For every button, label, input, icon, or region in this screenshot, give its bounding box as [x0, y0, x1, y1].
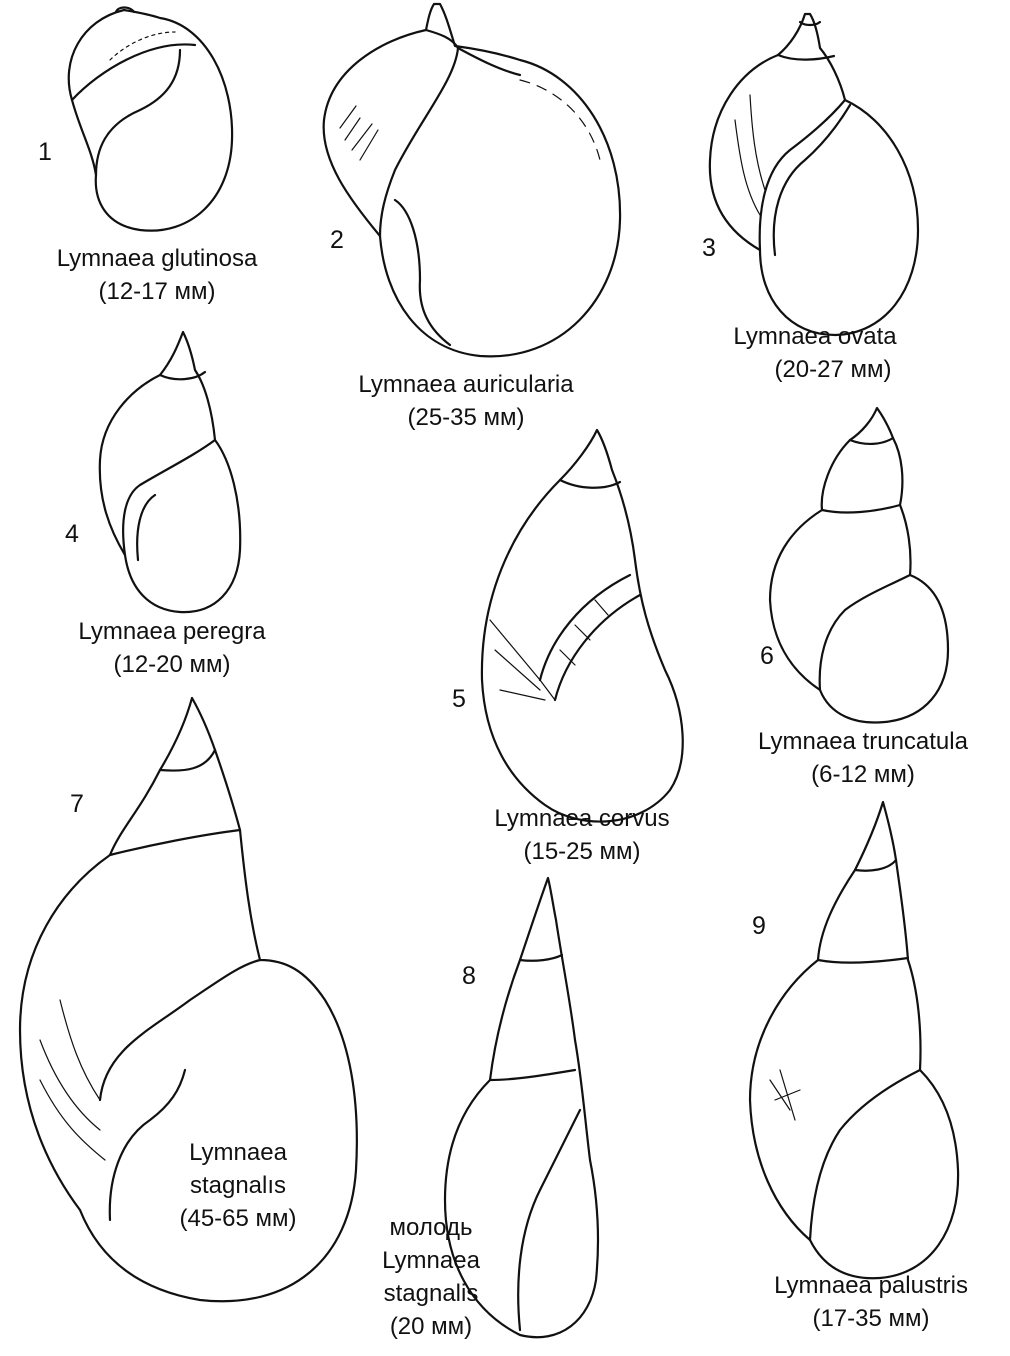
shell-1-size: (12-17 мм)	[98, 278, 216, 305]
shell-1-drawing	[67, 6, 234, 232]
shell-4-caption: Lymnaea peregra (12-20 мм)	[78, 615, 265, 681]
shell-2-name: Lymnaea auricularia	[358, 371, 574, 398]
shell-1-name: Lymnaea glutinosa	[56, 245, 258, 272]
shell-6-caption: Lymnaea truncatula (6-12 мм)	[758, 725, 968, 791]
shell-7-name-line1: Lymnaea	[189, 1139, 287, 1166]
shell-8-prefix: молодь	[389, 1214, 473, 1241]
shell-1-number: 1	[38, 138, 52, 166]
shell-3-size: (20-27 мм)	[774, 356, 892, 383]
shell-5-name: Lymnaea corvus	[494, 805, 670, 832]
shell-7-caption: Lymnaea stagnalıs (45-65 мм)	[179, 1136, 296, 1235]
shell-7-number: 7	[70, 790, 84, 818]
shell-7-name-line2: stagnalıs	[189, 1172, 287, 1199]
shell-5-caption: Lymnaea corvus (15-25 мм)	[494, 802, 669, 868]
shell-9-drawing	[748, 800, 960, 1280]
shell-9-size: (17-35 мм)	[812, 1305, 930, 1332]
shell-8-number: 8	[462, 962, 476, 990]
shell-7-drawing	[18, 696, 358, 1303]
shell-9-number: 9	[752, 912, 766, 940]
shell-4-number: 4	[65, 520, 79, 548]
shell-2-number: 2	[330, 226, 344, 254]
shell-2-drawing	[322, 2, 622, 358]
shell-2-caption: Lymnaea auricularia (25-35 мм)	[358, 368, 573, 434]
shell-1-caption: Lymnaea glutinosa (12-17 мм)	[57, 242, 258, 308]
shell-3-caption: Lymnaea ovata (20-27 мм)	[733, 320, 896, 386]
shell-6-name: Lymnaea truncatula	[758, 728, 968, 755]
shell-4-name: Lymnaea peregra	[78, 618, 266, 645]
shell-6-drawing	[768, 406, 950, 724]
shell-4-drawing	[98, 330, 242, 614]
shell-8-name-line1: Lymnaea	[382, 1247, 480, 1274]
shell-8-name-line2: stagnalis	[383, 1280, 479, 1307]
shell-6-number: 6	[760, 642, 774, 670]
shell-8-caption: молодь Lymnaea stagnalis (20 мм)	[382, 1211, 480, 1343]
shell-8-drawing	[443, 876, 600, 1339]
shell-5-size: (15-25 мм)	[523, 838, 641, 865]
shell-4-size: (12-20 мм)	[113, 651, 231, 678]
shell-7-size: (45-65 мм)	[179, 1205, 297, 1232]
shell-9-name: Lymnaea palustris	[774, 1272, 968, 1299]
shell-3-number: 3	[702, 234, 716, 262]
shell-3-name: Lymnaea ovata	[733, 323, 897, 350]
shell-9-caption: Lymnaea palustris (17-35 мм)	[774, 1269, 968, 1335]
shell-5-number: 5	[452, 685, 466, 713]
shell-2-size: (25-35 мм)	[407, 404, 525, 431]
shell-6-size: (6-12 мм)	[811, 761, 915, 788]
shell-8-size: (20 мм)	[389, 1313, 473, 1340]
shell-3-drawing	[708, 12, 920, 337]
shell-5-drawing	[480, 428, 684, 823]
